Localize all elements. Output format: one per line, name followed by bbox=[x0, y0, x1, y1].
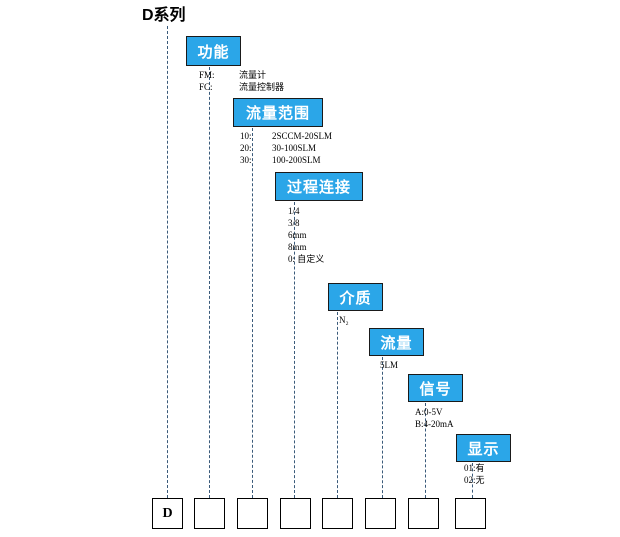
code-slot-4[interactable] bbox=[280, 498, 311, 529]
option-code: 0: 自定义 bbox=[288, 254, 325, 264]
option-description: 30-100SLM bbox=[272, 143, 317, 153]
option-code: FC: bbox=[199, 82, 213, 92]
option-description: 100-200SLM bbox=[272, 155, 321, 165]
option-row: 01:有 bbox=[464, 462, 485, 474]
option-code: FM: bbox=[199, 70, 215, 80]
code-slot-7[interactable] bbox=[408, 498, 439, 529]
option-list-4: N₂ bbox=[339, 314, 349, 326]
option-row: FC: 流量控制器 bbox=[199, 81, 284, 93]
option-code: 30: bbox=[240, 155, 252, 165]
option-code: 8mm bbox=[288, 242, 307, 252]
code-slot-2[interactable] bbox=[194, 498, 225, 529]
option-row: 3/8 bbox=[288, 217, 324, 229]
option-row: 02:无 bbox=[464, 474, 485, 486]
connector-line-5 bbox=[337, 312, 338, 498]
code-slot-8[interactable] bbox=[455, 498, 486, 529]
option-row: N₂ bbox=[339, 314, 349, 326]
category-box-3[interactable]: 过程连接 bbox=[275, 172, 363, 201]
option-code: N₂ bbox=[339, 315, 349, 325]
option-row: 8mm bbox=[288, 241, 324, 253]
option-code: 02:无 bbox=[464, 475, 485, 485]
page-title: D系列 bbox=[142, 7, 186, 24]
category-box-1[interactable]: 功能 bbox=[186, 36, 241, 66]
option-row: 1/4 bbox=[288, 205, 324, 217]
option-row: 6mm bbox=[288, 229, 324, 241]
category-box-4[interactable]: 介质 bbox=[328, 283, 383, 311]
code-slot-6[interactable] bbox=[365, 498, 396, 529]
option-description: 2SCCM-20SLM bbox=[272, 131, 333, 141]
option-code: 6mm bbox=[288, 230, 307, 240]
connector-line-7 bbox=[425, 403, 426, 498]
option-code: A:0-5V bbox=[415, 407, 443, 417]
option-row: 30: 100-200SLM bbox=[240, 154, 332, 166]
option-list-5: 5LM bbox=[380, 359, 398, 371]
option-row: 20: 30-100SLM bbox=[240, 142, 332, 154]
connector-line-1 bbox=[167, 26, 168, 498]
option-row: 5LM bbox=[380, 359, 398, 371]
option-code: 3/8 bbox=[288, 218, 300, 228]
option-list-3: 1/4 3/8 6mm 8mm 0: 自定义 bbox=[288, 205, 324, 265]
option-row: 0: 自定义 bbox=[288, 253, 324, 265]
category-box-5[interactable]: 流量 bbox=[369, 328, 424, 356]
option-code: 5LM bbox=[380, 360, 398, 370]
option-code: B:4-20mA bbox=[415, 419, 454, 429]
option-list-6: A:0-5V B:4-20mA bbox=[415, 406, 454, 430]
connector-line-2 bbox=[209, 67, 210, 498]
connector-line-4 bbox=[294, 202, 295, 498]
option-row: FM: 流量计 bbox=[199, 69, 284, 81]
option-code: 20: bbox=[240, 143, 252, 153]
category-box-7[interactable]: 显示 bbox=[456, 434, 511, 462]
option-row: B:4-20mA bbox=[415, 418, 454, 430]
category-box-6[interactable]: 信号 bbox=[408, 374, 463, 402]
code-slot-5[interactable] bbox=[322, 498, 353, 529]
option-row: A:0-5V bbox=[415, 406, 454, 418]
option-code: 10: bbox=[240, 131, 252, 141]
option-list-1: FM: 流量计 FC: 流量控制器 bbox=[199, 69, 284, 93]
option-description: 流量控制器 bbox=[239, 82, 285, 92]
option-row: 10: 2SCCM-20SLM bbox=[240, 130, 332, 142]
code-slot-1[interactable]: D bbox=[152, 498, 183, 529]
connector-line-6 bbox=[382, 357, 383, 498]
option-code: 1/4 bbox=[288, 206, 300, 216]
option-list-2: 10: 2SCCM-20SLM 20: 30-100SLM 30: 100-200SLM bbox=[240, 130, 332, 166]
category-box-2[interactable]: 流量范围 bbox=[233, 98, 323, 127]
option-code: 01:有 bbox=[464, 463, 485, 473]
option-description: 流量计 bbox=[239, 70, 267, 80]
connector-line-3 bbox=[252, 128, 253, 498]
connector-line-8 bbox=[472, 463, 473, 498]
code-slot-3[interactable] bbox=[237, 498, 268, 529]
option-list-7: 01:有 02:无 bbox=[464, 462, 485, 486]
